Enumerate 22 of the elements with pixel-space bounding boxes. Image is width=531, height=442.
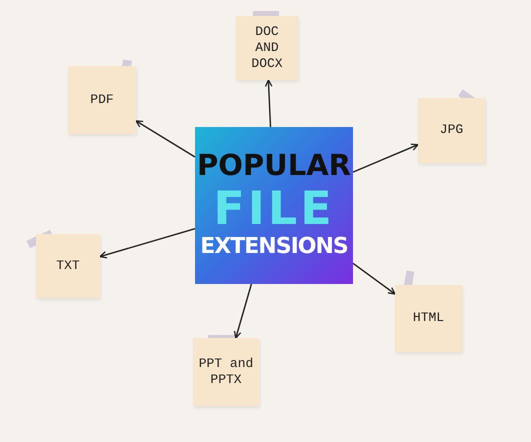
heading-text: POPULAR [197, 149, 351, 183]
title-panel [195, 127, 353, 284]
note-label: TXT [56, 258, 80, 274]
sticky-note [395, 285, 462, 352]
note-label: HTML [412, 310, 444, 327]
note-label: PPT and PPTX [198, 356, 254, 388]
note-label: JPG [440, 122, 464, 139]
sticky-note [418, 98, 485, 163]
note-label: PDF [90, 92, 114, 108]
heading-text: FILE [213, 182, 335, 234]
arrow [352, 262, 396, 295]
arrow [234, 284, 252, 339]
sticky-note [36, 234, 100, 298]
sticky-note [236, 16, 298, 80]
sticky-note [193, 338, 259, 406]
arrow [99, 228, 196, 258]
sticky-note [68, 66, 136, 134]
arrow [264, 79, 273, 128]
arrow [135, 120, 196, 158]
heading-text: EXTENSIONS [200, 233, 348, 262]
note-label: DOC AND DOCX [250, 24, 284, 72]
arrow [352, 144, 419, 173]
